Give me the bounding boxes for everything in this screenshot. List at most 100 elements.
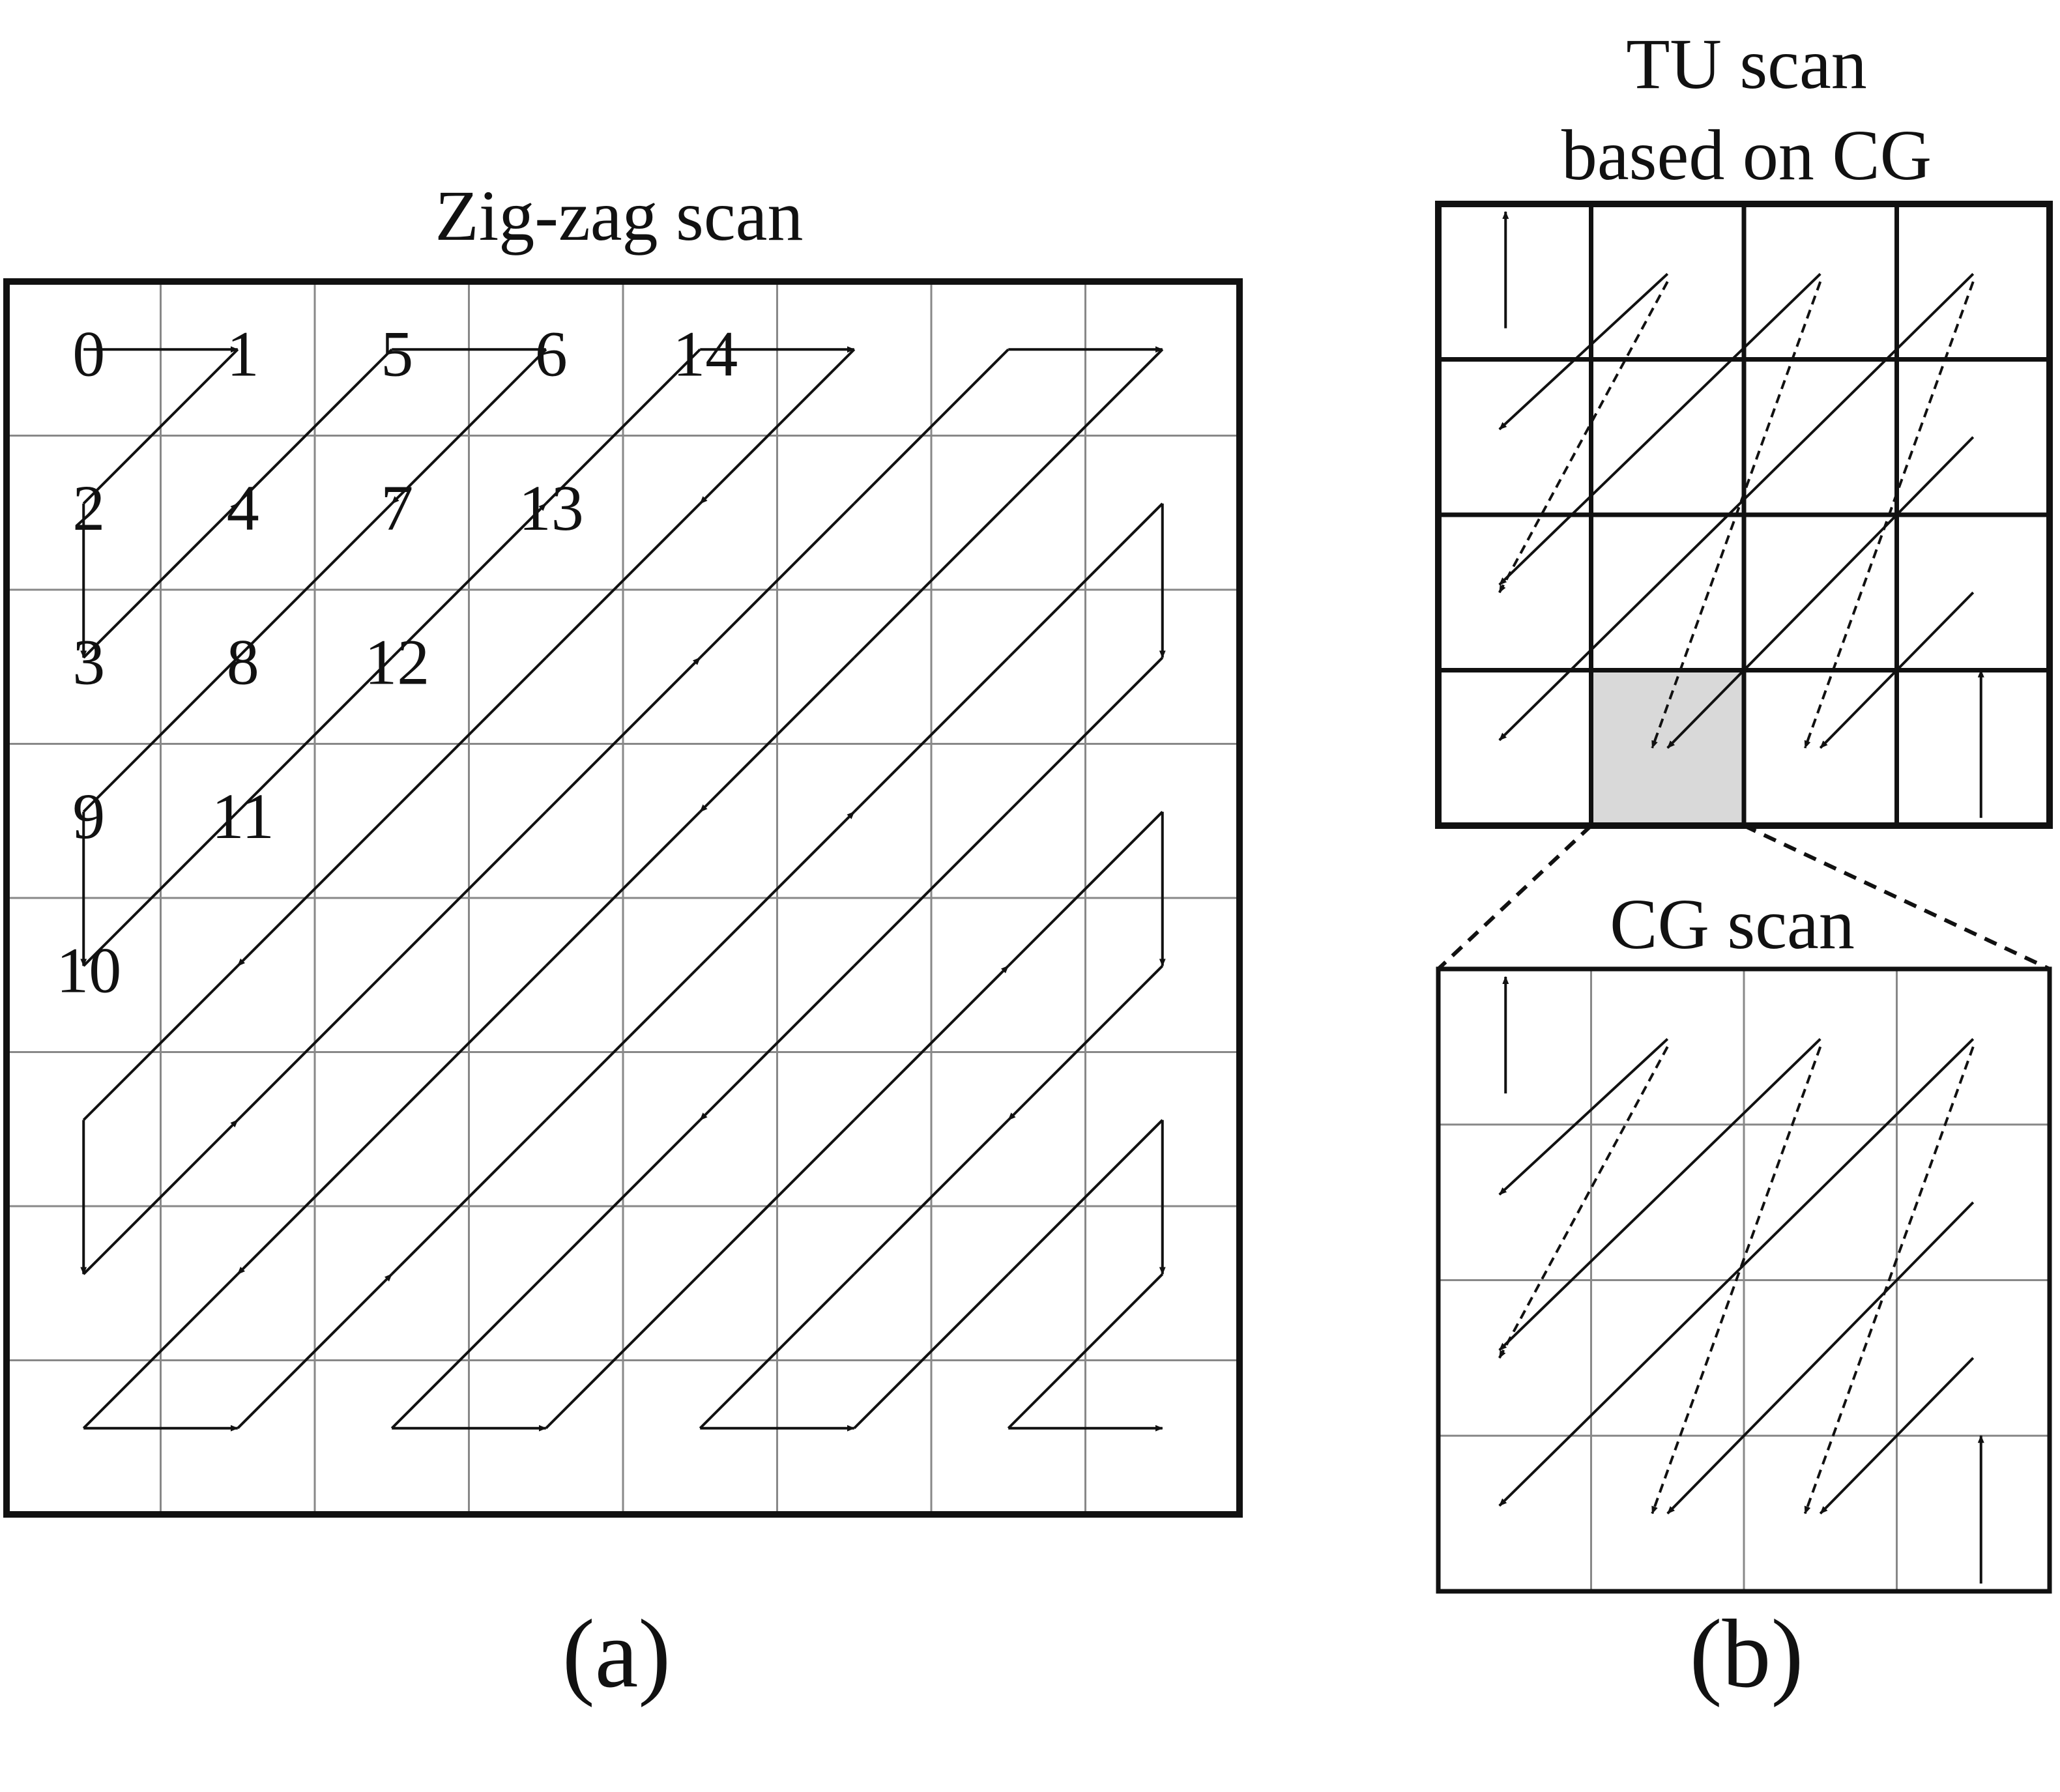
tu-scan-title-line2: based on CG: [1561, 115, 1932, 195]
scan-order-label: 13: [519, 472, 584, 544]
zigzag-scan-arrow: [1007, 1273, 1164, 1430]
scan-order-label: 4: [227, 472, 259, 544]
zigzag-scan-arrow: [699, 502, 856, 659]
tu-scan-arrow: [1498, 272, 1821, 586]
zigzag-scan-arrow: [853, 348, 1009, 505]
scan-order-label: 5: [381, 317, 413, 390]
zigzag-scan-arrow: [237, 964, 393, 1121]
zigzag-scan-arrow: [1007, 1119, 1164, 1275]
zigzag-scan-arrow: [82, 964, 239, 1121]
tu-scan-arrow: [1819, 591, 1975, 749]
zigzag-scan-arrow: [699, 1119, 856, 1275]
zigzag-scan-arrow: [545, 502, 701, 659]
zigzag-scan-arrow: [237, 1119, 393, 1275]
scan-order-label: 7: [381, 472, 413, 544]
zigzag-scan-arrow: [699, 1273, 856, 1430]
cg-scan-arrows: [1498, 975, 1984, 1584]
zigzag-scan-arrow: [853, 964, 1009, 1121]
zigzag-scan-arrows: [80, 346, 1166, 1432]
scan-order-label: 9: [72, 780, 105, 852]
zigzag-scan-arrow: [82, 1119, 239, 1275]
zigzag-scan-arrow: [853, 1119, 1009, 1275]
scan-order-label: 10: [56, 934, 121, 1006]
scan-order-label: 2: [72, 472, 105, 544]
zigzag-scan-title: Zig-zag scan: [435, 176, 804, 255]
zigzag-scan-arrow: [1007, 502, 1164, 659]
zigzag-scan-arrow: [853, 1273, 1009, 1430]
zigzag-scan-arrow: [1007, 964, 1164, 1121]
zigzag-scan-arrow: [1007, 811, 1164, 967]
zigzag-scan-arrow: [545, 811, 701, 967]
zigzag-scan-arrow: [390, 656, 547, 813]
zoom-connector-lines: [1436, 824, 2051, 971]
zigzag-scan-arrow: [699, 656, 856, 813]
zigzag-scan-arrow: [237, 656, 393, 813]
zigzag-scan-arrow: [82, 502, 239, 659]
zigzag-grid-border: [3, 278, 1243, 1518]
zigzag-scan-arrow: [853, 811, 1009, 967]
cg-scan-arrow: [1819, 1357, 1975, 1515]
zigzag-scan-arrow: [390, 1119, 547, 1275]
zigzag-scan-arrow: [699, 811, 856, 967]
tu-scan-arrow: [1666, 436, 1975, 749]
tu-scan-arrow: [1651, 281, 1822, 749]
zigzag-scan-arrow: [1007, 656, 1164, 813]
zigzag-scan-arrow: [82, 348, 239, 505]
tu-scan-arrow: [1803, 281, 1975, 749]
zigzag-scan-arrow: [390, 502, 547, 659]
zigzag-scan-arrow: [237, 1273, 393, 1430]
cg-scan-arrow: [1803, 1046, 1975, 1514]
tu-scan-arrow: [1498, 272, 1975, 742]
scan-order-label: 6: [535, 317, 568, 390]
zigzag-scan-arrow: [699, 348, 856, 505]
zigzag-scan-arrow: [545, 1273, 701, 1430]
tu-grid: [1435, 201, 2053, 829]
cg-scan-arrow: [1666, 1201, 1975, 1515]
scan-order-label: 12: [364, 626, 429, 698]
cg-scan-arrow: [1498, 1038, 1975, 1507]
zigzag-scan-arrow: [237, 811, 393, 967]
cg-scan-arrow: [1498, 1046, 1669, 1359]
zigzag-grid: [3, 278, 1243, 1518]
tu-scan-arrows: [1498, 210, 1984, 818]
tu-scan-arrow: [1498, 272, 1669, 431]
zoom-connector-left: [1436, 824, 1593, 971]
zigzag-scan-arrow: [390, 811, 547, 967]
cg-scan-arrow: [1651, 1046, 1822, 1514]
zigzag-scan-arrow: [545, 348, 701, 505]
scan-order-label: 1: [227, 317, 259, 390]
tu-scan-arrow: [1498, 281, 1669, 594]
zigzag-scan-arrow: [390, 348, 547, 505]
scan-order-label: 0: [72, 317, 105, 390]
scan-order-label: 8: [227, 626, 259, 698]
zigzag-scan-arrow: [237, 348, 393, 505]
zigzag-scan-arrow: [545, 1119, 701, 1275]
caption-a: (a): [562, 1600, 671, 1708]
zigzag-scan-arrow: [237, 502, 393, 659]
zoom-connector-right: [1743, 824, 2051, 971]
tu-scan-title-line1: TU scan: [1626, 24, 1867, 104]
cg-scan-arrow: [1498, 1037, 1669, 1196]
zigzag-scan-arrow: [545, 656, 701, 813]
scan-order-label: 3: [72, 626, 105, 698]
zigzag-scan-arrow: [1007, 348, 1164, 505]
zigzag-scan-arrow: [390, 1273, 547, 1430]
cg-scan-panel: TU scan based on CG CG scan (b): [1435, 24, 2053, 1708]
scan-order-label: 11: [212, 780, 274, 852]
cg-scan-title: CG scan: [1610, 884, 1855, 964]
zigzag-scan-arrow: [82, 1273, 239, 1430]
cg-grid-border: [1436, 966, 2052, 1594]
zigzag-scan-arrow: [853, 502, 1009, 659]
zigzag-scan-arrow: [545, 964, 701, 1121]
zigzag-scan-arrow: [853, 656, 1009, 813]
cg-grid: [1436, 966, 2052, 1594]
caption-b: (b): [1690, 1600, 1804, 1708]
scan-order-label: 14: [673, 317, 738, 390]
cg-scan-arrow: [1498, 1038, 1821, 1351]
zigzag-scan-arrow: [699, 964, 856, 1121]
zigzag-scan-arrow: [82, 656, 239, 813]
zigzag-scan-arrow: [82, 811, 239, 967]
